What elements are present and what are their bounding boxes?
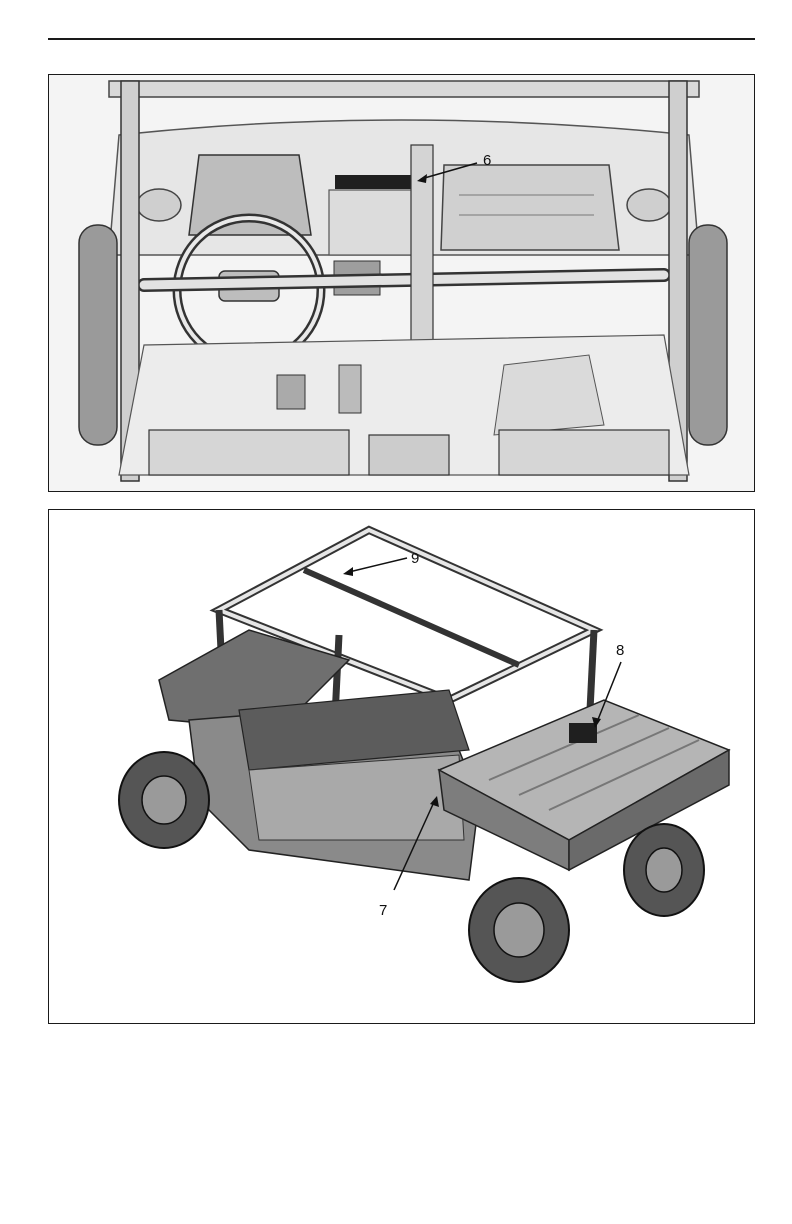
dashboard-illustration: 6 (48, 74, 755, 492)
callout-6: 6 (483, 152, 491, 169)
vehicle-illustration: 9 8 7 (48, 509, 755, 1024)
callout-7: 7 (379, 902, 387, 919)
dashboard-drawing: 6 (49, 75, 754, 491)
vehicle-drawing: 9 8 7 (49, 510, 754, 1023)
callout-8: 8 (616, 642, 624, 659)
header-rule (48, 38, 755, 40)
callout-9: 9 (411, 550, 419, 567)
